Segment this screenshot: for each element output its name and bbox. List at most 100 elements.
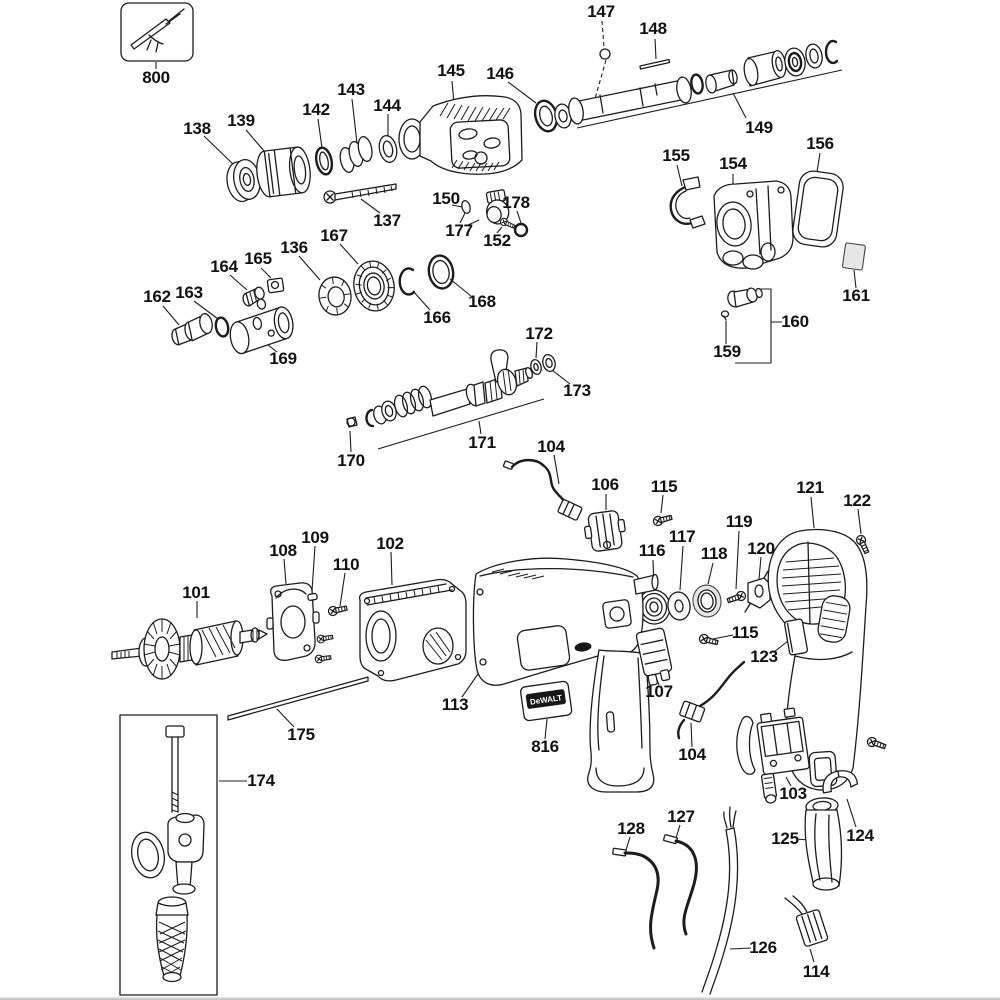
retaining-clip xyxy=(669,176,706,229)
callout-101: 101 xyxy=(182,583,210,602)
callout-174: 174 xyxy=(247,771,275,790)
callout-122: 122 xyxy=(843,491,871,510)
field-stator xyxy=(358,578,467,682)
brush-box xyxy=(635,627,673,686)
cord-guard-collar xyxy=(822,770,859,794)
page-edge xyxy=(0,997,1000,1000)
callout-106: 106 xyxy=(591,475,619,494)
callout-145: 145 xyxy=(437,61,465,80)
callout-168: 168 xyxy=(468,292,496,311)
screw-119 xyxy=(725,589,748,606)
cord-protector xyxy=(804,797,843,891)
cylinder-169 xyxy=(229,306,294,355)
callout-136: 136 xyxy=(280,238,308,257)
o-ring-168 xyxy=(427,254,455,290)
callout-172: 172 xyxy=(525,324,553,343)
screw-small-a xyxy=(316,632,334,644)
callout-162: 162 xyxy=(143,287,171,306)
armature xyxy=(111,618,268,680)
lead-wire-lower xyxy=(677,660,746,740)
callout-118: 118 xyxy=(700,544,728,563)
callout-104: 104 xyxy=(537,437,565,456)
callout-161: 161 xyxy=(842,286,870,305)
pad-123 xyxy=(784,618,808,656)
lead-wire-128 xyxy=(612,847,660,950)
o-ring-142 xyxy=(314,146,334,176)
screw-115-lower xyxy=(697,632,720,648)
shaft-assembly xyxy=(346,349,533,428)
callout-146: 146 xyxy=(486,64,514,83)
o-ring-163 xyxy=(214,316,230,338)
callout-116: 116 xyxy=(638,541,666,560)
gasket xyxy=(792,170,844,248)
callout-167: 167 xyxy=(320,226,348,245)
callout-170: 170 xyxy=(337,451,365,470)
nameplate-badge: DeWALT xyxy=(520,680,573,722)
callout-156: 156 xyxy=(806,134,834,153)
callout-128: 128 xyxy=(617,819,645,838)
callout-154: 154 xyxy=(719,154,747,173)
callout-137: 137 xyxy=(373,211,401,230)
mode-lever-assembly xyxy=(461,189,529,238)
callout-175: 175 xyxy=(287,725,315,744)
callout-120: 120 xyxy=(747,539,775,558)
callout-144: 144 xyxy=(373,96,401,115)
lead-wire-upper xyxy=(502,458,583,521)
circlip-166 xyxy=(398,267,416,296)
callout-142: 142 xyxy=(302,100,330,119)
callout-102: 102 xyxy=(376,534,404,553)
callout-139: 139 xyxy=(227,111,255,130)
leader-lines xyxy=(155,38,862,963)
callout-160: 160 xyxy=(781,312,809,331)
callout-166: 166 xyxy=(423,308,451,327)
callout-165: 165 xyxy=(244,249,272,268)
pad-161 xyxy=(841,242,866,271)
lead-wire-127 xyxy=(663,834,698,936)
callout-149: 149 xyxy=(745,118,773,137)
washer-117 xyxy=(667,591,691,621)
screw-lower-right xyxy=(865,735,888,752)
callout-173: 173 xyxy=(563,381,591,400)
callout-152: 152 xyxy=(483,231,511,250)
callout-104-2: 104 xyxy=(678,745,706,764)
callout-163: 163 xyxy=(175,283,203,302)
callout-109: 109 xyxy=(301,528,329,547)
chuck-sleeve xyxy=(256,146,311,198)
callout-113: 113 xyxy=(441,695,469,714)
callout-169: 169 xyxy=(269,349,297,368)
lock-ring xyxy=(318,276,352,316)
bearing-167 xyxy=(353,260,395,312)
pin-162 xyxy=(171,313,213,346)
callout-138: 138 xyxy=(183,119,211,138)
callout-119: 119 xyxy=(725,512,753,531)
callout-800: 800 xyxy=(142,68,170,87)
retainer-118 xyxy=(692,584,722,618)
callout-155: 155 xyxy=(662,146,690,165)
flat-key xyxy=(639,58,671,70)
trigger-switch xyxy=(736,707,810,804)
callout-103: 103 xyxy=(779,784,807,803)
side-handle-box xyxy=(119,714,218,996)
connector-block xyxy=(784,895,829,947)
power-cord xyxy=(701,806,739,995)
callout-121: 121 xyxy=(796,478,824,497)
callout-110: 110 xyxy=(332,555,360,574)
callout-123: 123 xyxy=(750,647,778,666)
brand-logo-text: DeWALT xyxy=(529,693,562,706)
callout-125: 125 xyxy=(771,829,799,848)
callout-115: 115 xyxy=(650,477,678,496)
bracket-120 xyxy=(744,570,771,613)
gear-164 xyxy=(242,286,267,310)
service-tool-box xyxy=(120,2,194,62)
callout-164: 164 xyxy=(210,257,238,276)
callout-108: 108 xyxy=(269,541,297,560)
cap-washer xyxy=(226,159,261,203)
callout-147: 147 xyxy=(587,2,615,21)
callout-171: 171 xyxy=(468,433,496,452)
callout-126: 126 xyxy=(749,938,777,957)
callout-148: 148 xyxy=(639,19,667,38)
callout-127: 127 xyxy=(667,807,695,826)
callout-117: 117 xyxy=(668,527,696,546)
